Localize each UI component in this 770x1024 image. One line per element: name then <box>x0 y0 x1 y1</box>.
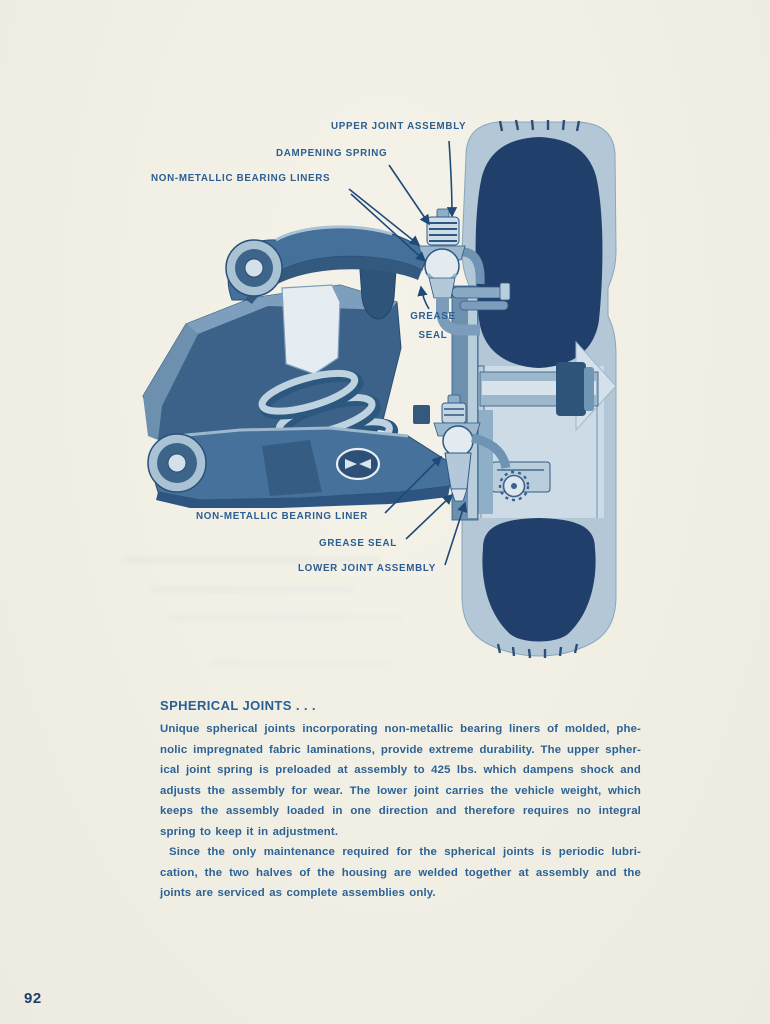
body-line: Unique spherical joints incorporating no… <box>160 723 641 735</box>
article-spherical-joints: SPHERICAL JOINTS . . . Unique spherical … <box>160 698 641 904</box>
label-dampening-spring: DAMPENING SPRING <box>276 148 388 159</box>
tire-section-upper <box>475 137 603 368</box>
lower-ball <box>442 425 474 457</box>
label-grease-seal-upper: GREASE SEAL <box>410 311 456 342</box>
upper-grease-seal-part <box>428 277 456 299</box>
lower-arm-bushing <box>147 433 207 493</box>
gear-sprocket <box>498 470 530 502</box>
label-non-metallic-bearing-liners: NON-METALLIC BEARING LINERS <box>151 173 331 184</box>
article-title: SPHERICAL JOINTS . . . <box>160 698 316 713</box>
body-line: joints are serviced as complete assembli… <box>160 887 436 899</box>
body-line: spring to keep it in adjustment. <box>160 825 339 838</box>
upper-control-arm <box>225 225 429 304</box>
lower-arm-access-hole <box>335 447 381 481</box>
frame-section-face <box>281 284 341 375</box>
brake-backing-strip <box>478 410 493 514</box>
body-line: ical joint spring is preloaded at assemb… <box>160 764 641 776</box>
tire-tread-top <box>498 119 581 132</box>
wheel-hub-spindle <box>469 362 599 416</box>
upper-arm-bushing <box>225 239 283 297</box>
body-line: cation, the two halves of the housing ar… <box>160 866 641 879</box>
page-number: 92 <box>24 990 42 1007</box>
upper-ball-joint <box>418 208 480 336</box>
tire-section-lower <box>482 518 596 642</box>
lower-ball-joint <box>413 394 511 502</box>
body-line: adjusts the assembly for wear. The lower… <box>160 784 641 797</box>
body-line: keeps the assembly loaded in one directi… <box>160 805 641 817</box>
leader-arrows <box>348 140 468 566</box>
tire-cross-section <box>461 119 617 659</box>
tire-tread-bottom <box>496 643 579 659</box>
label-grease-seal-lower: GREASE SEAL <box>319 538 397 549</box>
body-line: nolic impregnated fabric laminations, pr… <box>160 743 641 756</box>
label-non-metallic-bearing-liner: NON-METALLIC BEARING LINER <box>196 511 369 522</box>
label-lower-joint-assembly: LOWER JOINT ASSEMBLY <box>298 563 436 574</box>
body-line: Since the only maintenance required for … <box>169 846 641 858</box>
lower-control-arm <box>147 426 453 508</box>
label-upper-joint-assembly: UPPER JOINT ASSEMBLY <box>331 121 467 132</box>
